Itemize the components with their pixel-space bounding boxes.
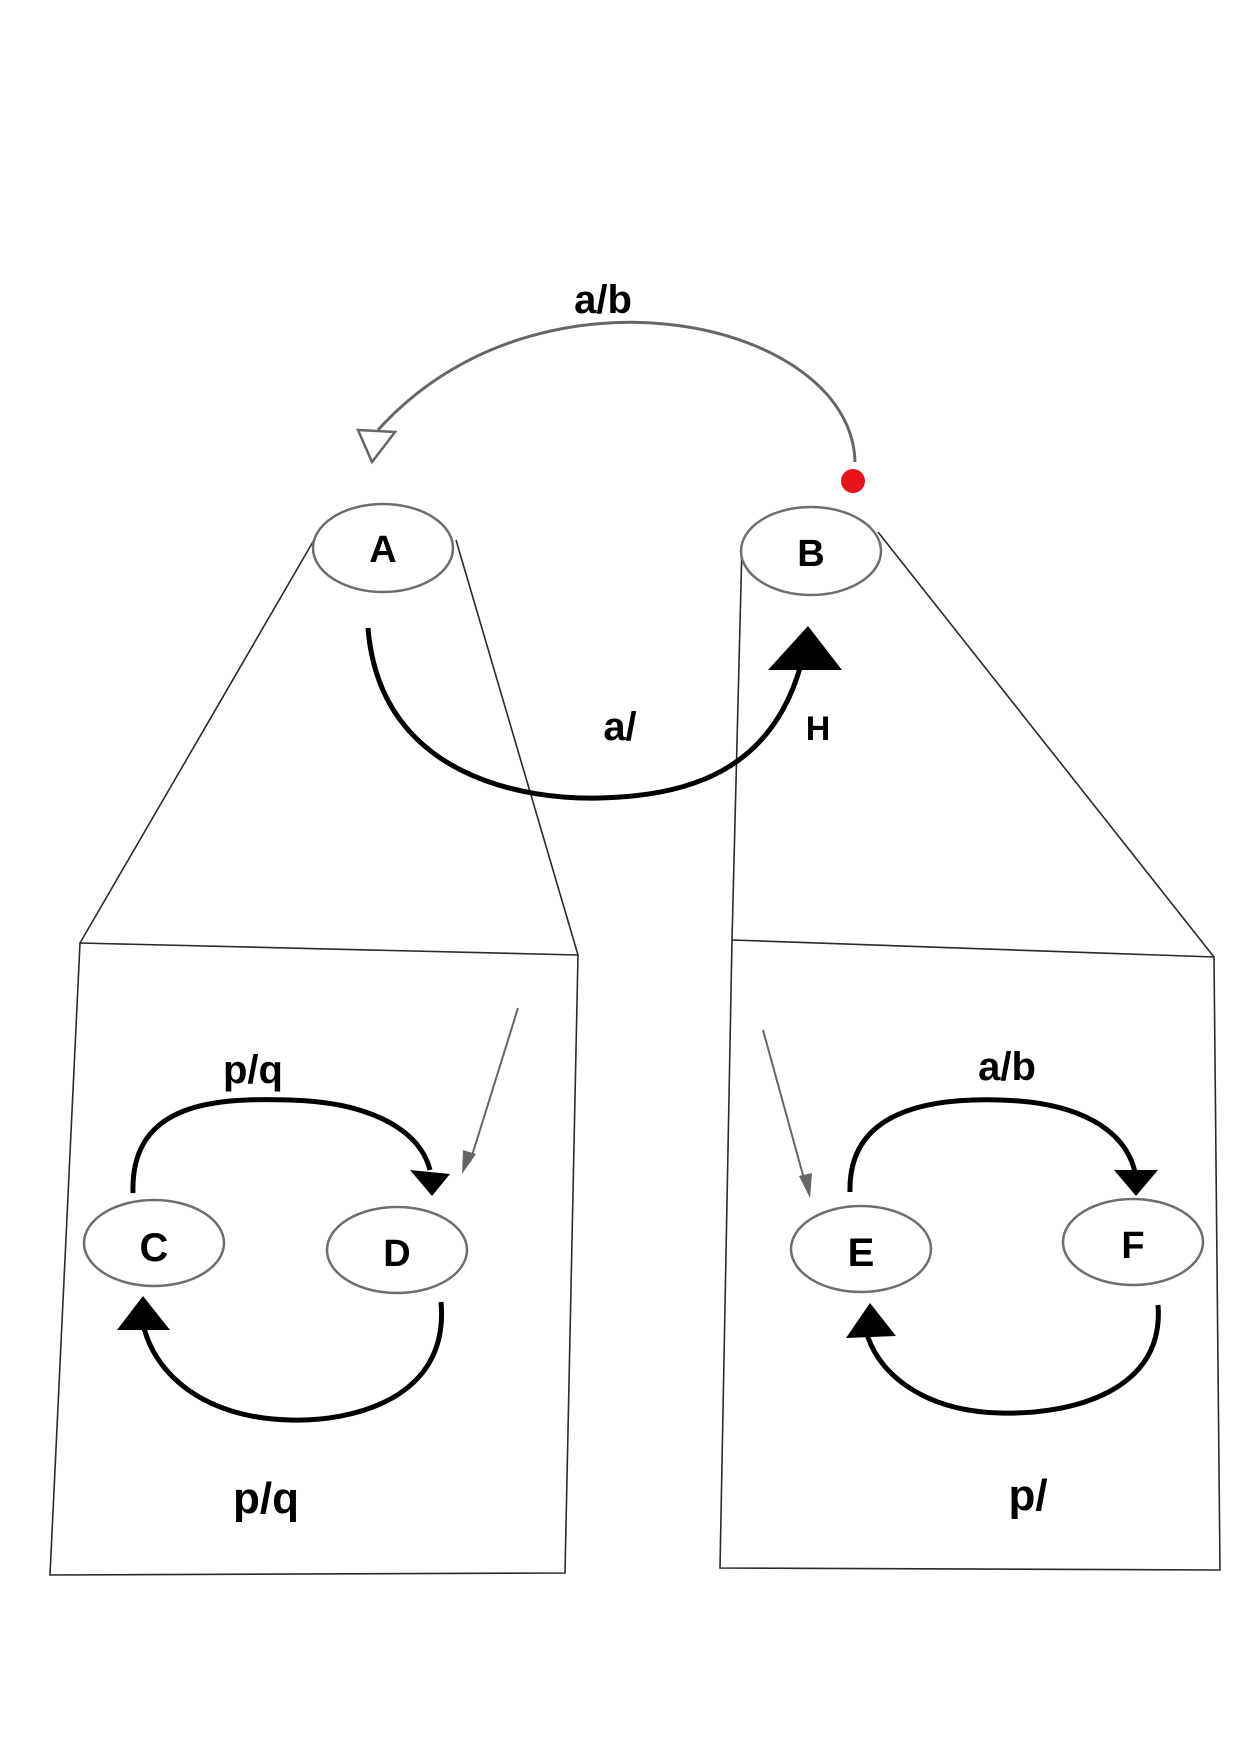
projection-line-a-left bbox=[79, 539, 315, 944]
label-c-to-d: p/q bbox=[223, 1048, 283, 1092]
initial-dot-icon bbox=[841, 469, 865, 493]
initial-arrowhead-e-icon bbox=[799, 1173, 812, 1198]
state-e-label: E bbox=[848, 1231, 875, 1275]
state-b bbox=[739, 505, 883, 597]
arrowhead-c-to-d-icon bbox=[410, 1170, 450, 1196]
filled-arrowhead-icon bbox=[768, 626, 842, 670]
state-a bbox=[311, 502, 455, 594]
label-history-marker: H bbox=[806, 710, 831, 748]
state-b-label: B bbox=[797, 533, 824, 575]
label-f-to-e: p/ bbox=[1008, 1471, 1047, 1520]
label-d-to-c: p/q bbox=[233, 1474, 299, 1523]
projection-line-a-right bbox=[455, 539, 579, 956]
state-f-label: F bbox=[1121, 1225, 1144, 1267]
initial-arrow-d bbox=[469, 1007, 519, 1163]
projection-line-b-right bbox=[877, 531, 1215, 958]
label-a-to-b: a/ bbox=[603, 705, 636, 749]
transition-a-to-b-arc bbox=[365, 627, 803, 801]
arrowhead-d-to-c-icon bbox=[117, 1296, 170, 1330]
state-d bbox=[325, 1205, 469, 1295]
state-d-label: D bbox=[383, 1233, 410, 1275]
initial-arrow-e bbox=[762, 1029, 807, 1187]
hollow-arrowhead-icon bbox=[356, 428, 398, 465]
label-b-to-a: a/b bbox=[574, 278, 632, 322]
projection-line-b-left bbox=[731, 544, 743, 941]
transition-c-to-d-arc bbox=[130, 1097, 433, 1194]
composite-box-b bbox=[719, 939, 1221, 1571]
state-c-label: C bbox=[140, 1226, 169, 1270]
state-e bbox=[789, 1204, 933, 1294]
transition-e-to-f-arc bbox=[847, 1097, 1138, 1193]
arrowhead-e-to-f-icon bbox=[1114, 1170, 1158, 1196]
transition-b-to-a-arc bbox=[376, 320, 857, 463]
arrowhead-f-to-e-icon bbox=[846, 1303, 896, 1338]
state-c bbox=[82, 1198, 226, 1288]
label-e-to-f: a/b bbox=[978, 1045, 1036, 1089]
composite-box-a bbox=[49, 942, 579, 1576]
state-f bbox=[1061, 1197, 1205, 1287]
transition-f-to-e-arc bbox=[863, 1304, 1161, 1416]
state-a-label: A bbox=[369, 529, 396, 571]
transition-d-to-c-arc bbox=[139, 1301, 444, 1423]
initial-arrowhead-d-icon bbox=[462, 1150, 476, 1174]
